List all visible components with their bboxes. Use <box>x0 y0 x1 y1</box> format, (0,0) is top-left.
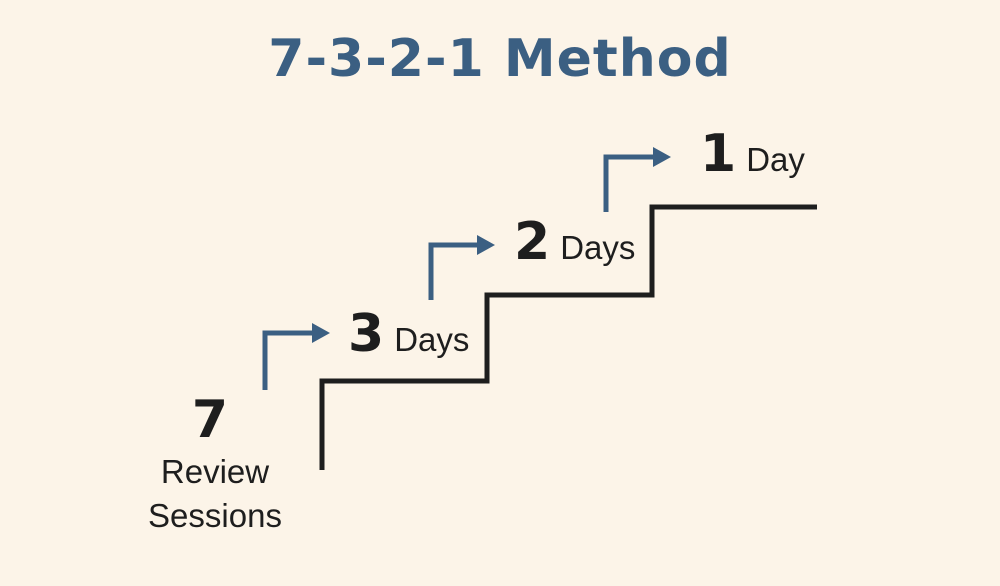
step-unit: Day <box>746 141 805 178</box>
arrow-icon <box>262 323 330 390</box>
start-line-2: Sessions <box>148 497 282 534</box>
page-title: 7-3-2-1 Method <box>268 29 732 89</box>
step-unit: Days <box>394 321 470 358</box>
start-label: 7 Review Sessions <box>130 392 300 536</box>
step-number: 2 <box>514 212 551 272</box>
arrow-icon <box>603 147 671 212</box>
start-number: 7 <box>191 390 229 450</box>
step-label-3: 1 Day <box>700 126 805 182</box>
step-unit: Days <box>560 229 636 266</box>
step-number: 1 <box>700 124 737 184</box>
step-number: 3 <box>348 304 385 364</box>
arrow-icon <box>428 235 495 300</box>
step-label-2: 2 Days <box>514 214 635 270</box>
staircase-line <box>319 204 817 470</box>
step-label-1: 3 Days <box>348 306 469 362</box>
start-line-1: Review <box>160 453 270 490</box>
